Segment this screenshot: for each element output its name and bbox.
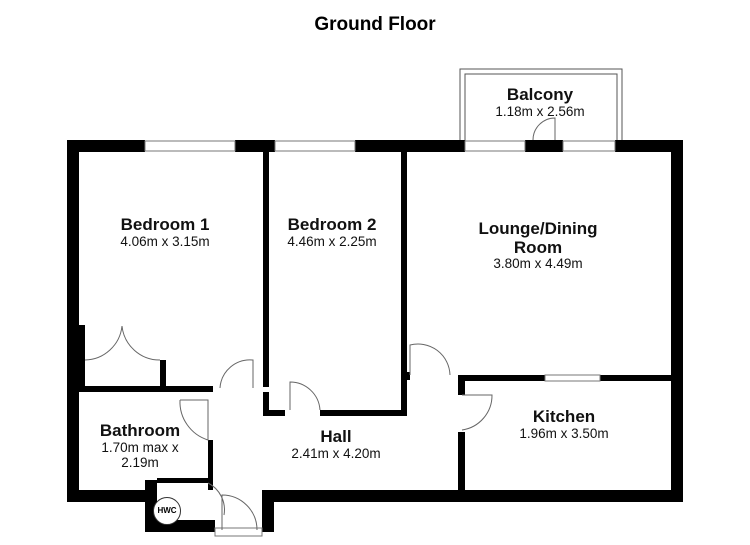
room-name: Bathroom: [99, 421, 181, 440]
door-swings: [84, 117, 556, 531]
room-dimensions: 4.06m x 3.15m: [120, 233, 210, 249]
room-name: Bedroom 1: [120, 215, 210, 234]
room-lounge-dining: Lounge/Dining Room 3.80m x 4.49m: [463, 219, 613, 272]
room-dimensions: 3.80m x 4.49m: [493, 256, 583, 272]
room-dimensions: 1.70m max x 2.19m: [101, 439, 179, 470]
room-bedroom-1: Bedroom 1 4.06m x 3.15m: [120, 215, 210, 250]
room-name: Bedroom 2: [287, 215, 377, 234]
windows: [144, 140, 616, 537]
room-name: Balcony: [506, 85, 574, 104]
room-dimensions: 4.46m x 2.25m: [287, 233, 377, 249]
room-name: Lounge/Dining Room: [478, 219, 598, 257]
room-bedroom-2: Bedroom 2 4.46m x 2.25m: [287, 215, 377, 250]
floor-title: Ground Floor: [314, 14, 436, 35]
room-hall: Hall 2.41m x 4.20m: [291, 427, 381, 462]
room-bathroom: Bathroom 1.70m max x 2.19m: [90, 421, 190, 470]
room-dimensions: 1.18m x 2.56m: [495, 103, 585, 119]
walls: [67, 140, 683, 532]
hot-water-cylinder: HWC: [153, 497, 181, 525]
room-name: Hall: [320, 427, 352, 446]
room-dimensions: 1.96m x 3.50m: [519, 425, 609, 441]
room-balcony: Balcony 1.18m x 2.56m: [495, 85, 585, 120]
room-dimensions: 2.41m x 4.20m: [291, 445, 381, 461]
room-name: Kitchen: [532, 407, 596, 426]
room-kitchen: Kitchen 1.96m x 3.50m: [519, 407, 609, 442]
